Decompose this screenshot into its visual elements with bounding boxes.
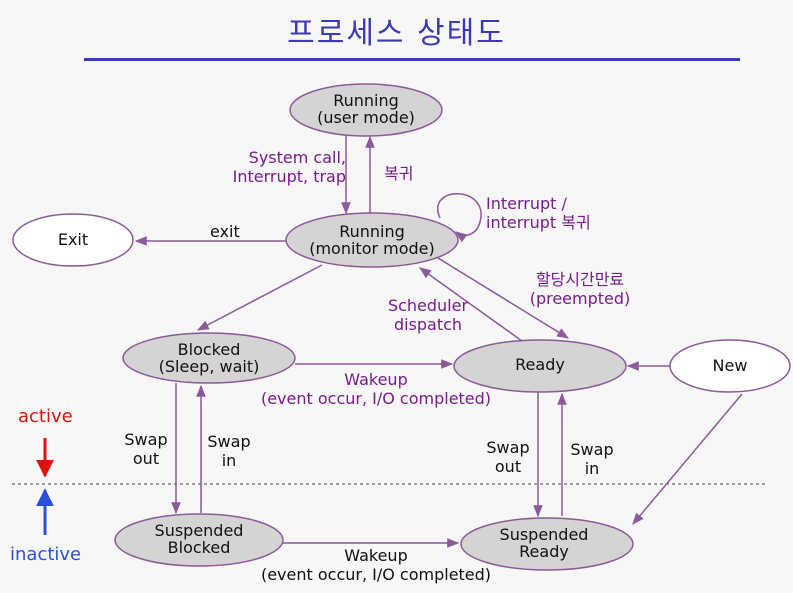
title-underline (84, 58, 740, 61)
blocked-line2: (Sleep, wait) (158, 357, 260, 376)
suspended-blocked-label: Suspended Blocked (139, 522, 259, 556)
suspended-ready-node (460, 517, 634, 571)
syscall-line1: System call, (248, 148, 346, 167)
exit-node (12, 213, 134, 267)
running-monitor-line2: (monitor mode) (309, 239, 435, 258)
interrupt-label: Interrupt / interrupt 복귀 (486, 194, 591, 232)
syscall-label: System call, Interrupt, trap (214, 148, 346, 186)
suspended-blocked-line1: Suspended (154, 521, 244, 540)
swap-in-left-line2: in (221, 451, 237, 470)
dispatch-line2: dispatch (393, 315, 463, 334)
syscall-line2: Interrupt, trap (232, 167, 346, 186)
wakeup-bottom-line2: (event occur, I/O completed) (260, 565, 492, 584)
exit-transition-label: exit (210, 222, 240, 241)
swap-out-right-line2: out (494, 457, 522, 476)
suspended-blocked-node (114, 513, 284, 567)
swap-out-right-line1: Swap (486, 438, 530, 457)
preempted-line2: (preempted) (529, 289, 631, 308)
swap-out-left-label: Swap out (118, 430, 174, 468)
suspended-ready-line1: Suspended (499, 525, 589, 544)
swap-out-left-line2: out (132, 449, 160, 468)
running-user-line1: Running (333, 91, 399, 110)
blocked-label: Blocked (Sleep, wait) (144, 341, 274, 375)
ready-label: Ready (515, 355, 565, 374)
wakeup-top-line1: Wakeup (344, 370, 408, 389)
swap-in-right-label: Swap in (564, 440, 620, 478)
interrupt-loop-arrow (437, 193, 482, 243)
ready-node (453, 339, 627, 393)
suspended-blocked-line2: Blocked (167, 538, 231, 557)
wakeup-top-line2: (event occur, I/O completed) (260, 389, 492, 408)
swap-in-left-label: Swap in (201, 432, 257, 470)
dispatch-line1: Scheduler (387, 296, 469, 315)
active-label: active (18, 406, 73, 427)
inactive-label: inactive (10, 544, 82, 565)
blocked-node (122, 332, 296, 384)
running-user-line2: (user mode) (317, 108, 415, 127)
running-user-label: Running (user mode) (306, 92, 426, 126)
preempted-line1: 할당시간만료 (535, 270, 625, 289)
block-arrow (196, 264, 323, 331)
page-title: 프로세스 상태도 (287, 16, 506, 51)
suspended-ready-label: Suspended Ready (484, 526, 604, 560)
wakeup-bottom-label: Wakeup (event occur, I/O completed) (246, 546, 506, 584)
interrupt-line2: interrupt 복귀 (486, 213, 591, 232)
return-label: 복귀 (384, 164, 414, 183)
dispatch-label: Scheduler dispatch (380, 296, 476, 334)
exit-label: Exit (57, 230, 89, 249)
wakeup-top-label: Wakeup (event occur, I/O completed) (246, 370, 506, 408)
swap-in-left-line1: Swap (207, 432, 251, 451)
swap-out-right-label: Swap out (480, 438, 536, 476)
interrupt-line1: Interrupt / (486, 194, 567, 213)
preempted-label: 할당시간만료 (preempted) (510, 270, 650, 308)
wakeup-bottom-line1: Wakeup (344, 546, 408, 565)
blocked-line1: Blocked (177, 340, 241, 359)
suspended-ready-line2: Ready (519, 542, 569, 561)
dispatch-arrow (419, 267, 523, 342)
new-to-suspended-ready-arrow (632, 393, 743, 525)
running-monitor-line1: Running (339, 222, 405, 241)
swap-in-right-line2: in (584, 459, 600, 478)
swap-in-right-line1: Swap (570, 440, 614, 459)
new-label: New (712, 356, 748, 375)
swap-out-left-line1: Swap (124, 430, 168, 449)
running-monitor-label: Running (monitor mode) (296, 223, 448, 257)
preempted-arrow (437, 257, 570, 339)
